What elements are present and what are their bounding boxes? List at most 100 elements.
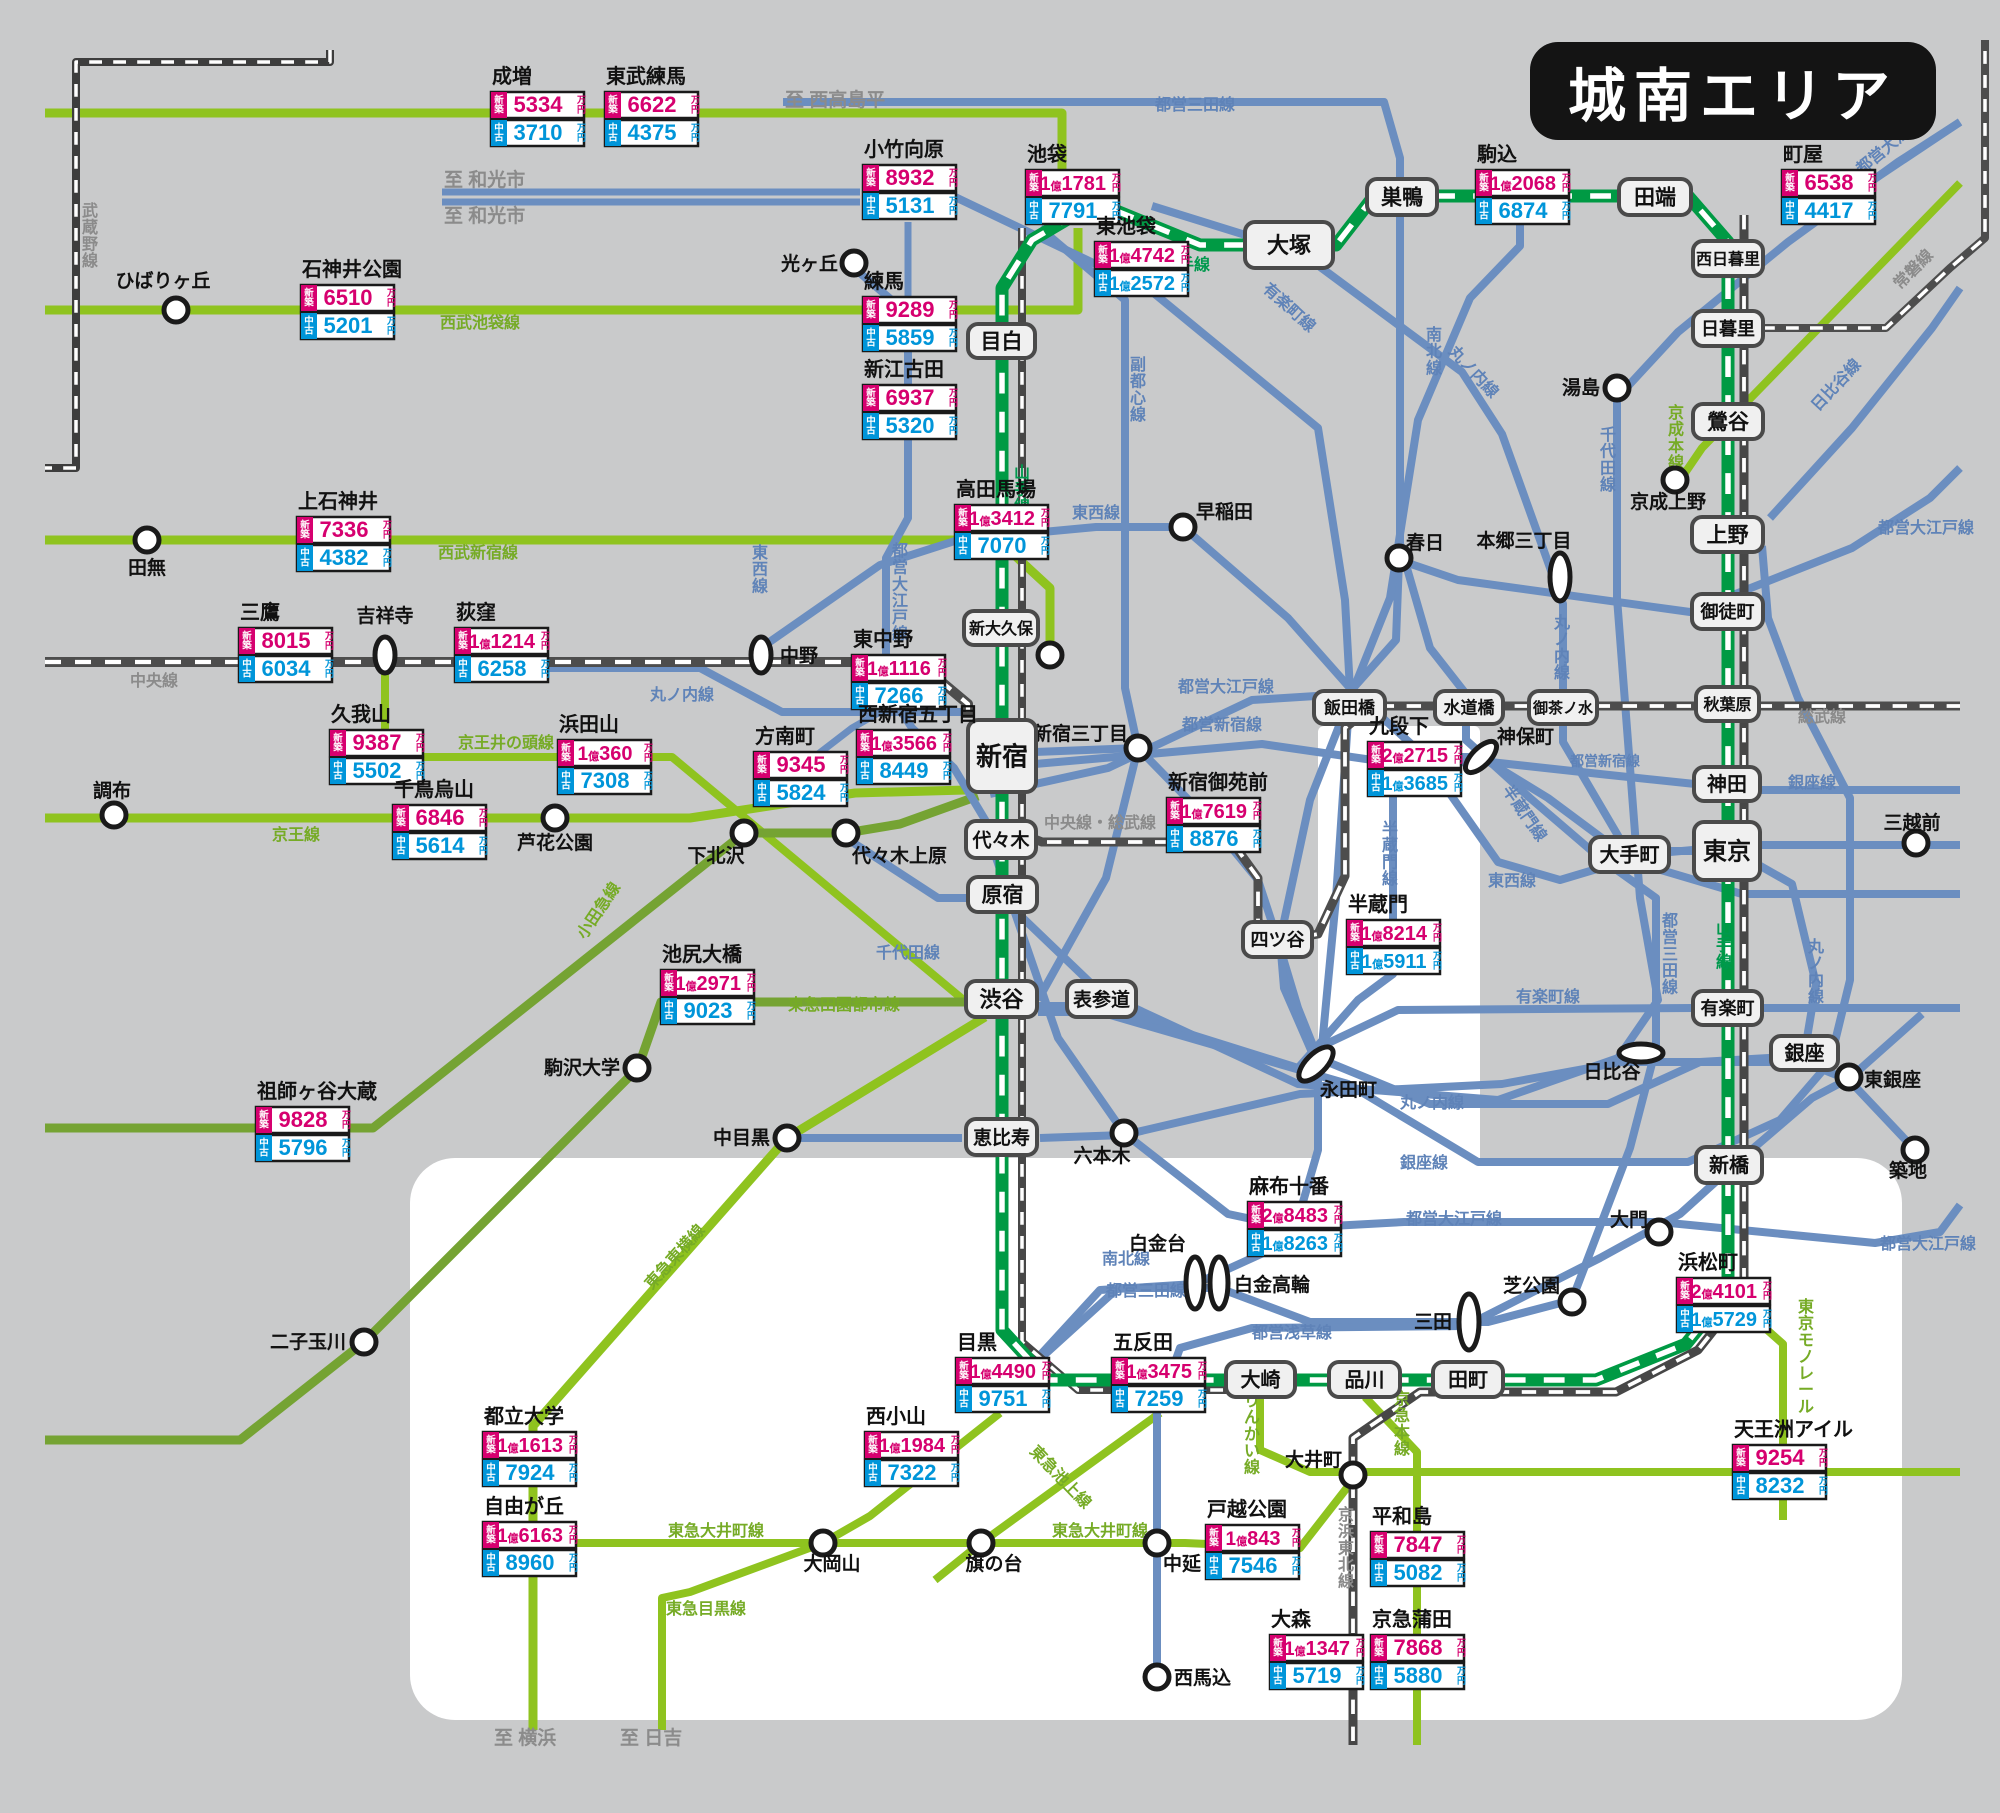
station-circle-吉祥寺: 吉祥寺 — [356, 604, 414, 676]
svg-text:新築: 新築 — [1735, 1447, 1746, 1469]
svg-text:万円: 万円 — [415, 761, 425, 780]
svg-text:1億1347: 1億1347 — [1284, 1638, 1350, 1660]
svg-text:品川: 品川 — [1345, 1369, 1385, 1392]
svg-text:中古: 中古 — [1098, 272, 1108, 294]
svg-text:7070: 7070 — [978, 533, 1027, 558]
station-circle-label: 大岡山 — [803, 1552, 860, 1575]
svg-text:万円: 万円 — [540, 659, 550, 678]
svg-text:中古: 中古 — [396, 835, 406, 857]
price-station-name: 駒込 — [1477, 142, 1517, 166]
station-circle-白金高輪: 白金高輪 — [1207, 1254, 1311, 1312]
svg-text:2億2715: 2億2715 — [1382, 745, 1448, 767]
svg-text:西日暮里: 西日暮里 — [1696, 249, 1760, 268]
station-box-銀座: 銀座 — [1769, 1034, 1840, 1072]
station-box-田端: 田端 — [1617, 177, 1693, 217]
svg-text:鶯谷: 鶯谷 — [1707, 410, 1750, 434]
svg-text:万円: 万円 — [942, 761, 952, 780]
line-label: 都営大江戸線 — [1177, 677, 1274, 696]
station-circle-永田町: 永田町 — [1296, 1044, 1377, 1101]
price-station-name: 上石神井 — [298, 489, 378, 513]
station-circle-中野: 中野 — [748, 634, 818, 676]
station-box-日暮里: 日暮里 — [1691, 309, 1765, 348]
price-station-name: 高田馬場 — [956, 477, 1036, 501]
station-circle-label: 神保町 — [1497, 725, 1554, 748]
svg-text:7308: 7308 — [581, 768, 630, 793]
svg-text:万円: 万円 — [382, 548, 392, 567]
station-circle-京成上野: 京成上野 — [1630, 465, 1706, 513]
station-circle-label: 本郷三丁目 — [1476, 529, 1571, 552]
svg-text:秋葉原: 秋葉原 — [1703, 695, 1751, 714]
station-circle-早稲田: 早稲田 — [1168, 501, 1253, 542]
station-circle-label: 築地 — [1888, 1159, 1927, 1182]
svg-text:万円: 万円 — [1040, 508, 1050, 527]
svg-text:日暮里: 日暮里 — [1701, 319, 1755, 339]
svg-text:万円: 万円 — [1197, 1389, 1207, 1408]
svg-text:万円: 万円 — [950, 1463, 960, 1482]
svg-text:1億5911: 1億5911 — [1362, 951, 1427, 973]
price-station-name: 自由が丘 — [484, 1494, 564, 1518]
svg-text:6510: 6510 — [324, 285, 373, 310]
price-station-name: 方南町 — [755, 724, 815, 748]
station-box-恵比寿: 恵比寿 — [964, 1117, 1039, 1157]
svg-text:有楽町: 有楽町 — [1701, 997, 1755, 1018]
line-label: 都営新宿線 — [1569, 753, 1640, 769]
svg-text:新築: 新築 — [1097, 244, 1108, 266]
svg-text:万円: 万円 — [1291, 1556, 1301, 1575]
svg-text:新築: 新築 — [865, 167, 876, 189]
svg-text:7791: 7791 — [1049, 198, 1098, 223]
svg-text:万円: 万円 — [1456, 1666, 1466, 1685]
svg-text:万円: 万円 — [942, 733, 952, 752]
line-label: 東京モノレール — [1798, 1297, 1814, 1416]
svg-text:6034: 6034 — [262, 656, 312, 681]
svg-text:新築: 新築 — [1114, 1360, 1125, 1382]
station-circle-label: 西馬込 — [1174, 1667, 1231, 1689]
svg-text:9254: 9254 — [1756, 1445, 1806, 1470]
line-label: 千代田線 — [876, 943, 940, 962]
svg-text:1億6163: 1億6163 — [497, 1525, 563, 1547]
svg-text:新築: 新築 — [485, 1524, 496, 1546]
station-box-表参道: 表参道 — [1065, 979, 1138, 1019]
svg-text:5502: 5502 — [353, 758, 402, 783]
rail-line-tokyu-toyoko — [528, 1013, 988, 1730]
svg-text:6874: 6874 — [1499, 198, 1549, 223]
svg-text:1億3685: 1億3685 — [1382, 773, 1448, 795]
svg-text:万円: 万円 — [576, 123, 586, 142]
price-station-name: 新宿御苑前 — [1168, 770, 1268, 794]
svg-text:万円: 万円 — [415, 733, 425, 752]
svg-text:万円: 万円 — [1561, 173, 1571, 192]
station-circle-label: ひばりヶ丘 — [115, 270, 210, 292]
svg-text:4375: 4375 — [628, 120, 677, 145]
price-station-name: 平和島 — [1372, 1504, 1432, 1528]
line-label: 丸ノ内線 — [1553, 613, 1571, 682]
svg-text:中古: 中古 — [855, 685, 865, 707]
svg-text:1億8263: 1億8263 — [1262, 1233, 1328, 1255]
svg-text:万円: 万円 — [568, 1525, 578, 1544]
svg-text:万円: 万円 — [1432, 951, 1442, 970]
station-circle-label: 白金台 — [1129, 1232, 1186, 1255]
station-circle-label: 代々木上原 — [851, 844, 947, 867]
svg-text:9289: 9289 — [886, 297, 935, 322]
station-box-品川: 品川 — [1327, 1360, 1402, 1399]
svg-text:新築: 新築 — [865, 387, 876, 409]
svg-text:5334: 5334 — [514, 92, 564, 117]
station-circle-label: 日比谷 — [1583, 1061, 1641, 1083]
direction-label: 至 日吉 — [620, 1726, 682, 1749]
line-label: 丸ノ内線 — [1399, 1093, 1464, 1112]
line-label: 東西線 — [1488, 871, 1536, 890]
svg-text:8015: 8015 — [262, 628, 311, 653]
price-station-name: 練馬 — [864, 269, 904, 293]
svg-text:中古: 中古 — [866, 415, 876, 437]
line-label: 都営新宿線 — [1181, 715, 1262, 734]
svg-text:万円: 万円 — [746, 973, 756, 992]
station-circle-label: 吉祥寺 — [356, 604, 413, 627]
station-box-御徒町: 御徒町 — [1690, 592, 1765, 631]
station-circle-label: 調布 — [93, 779, 131, 802]
